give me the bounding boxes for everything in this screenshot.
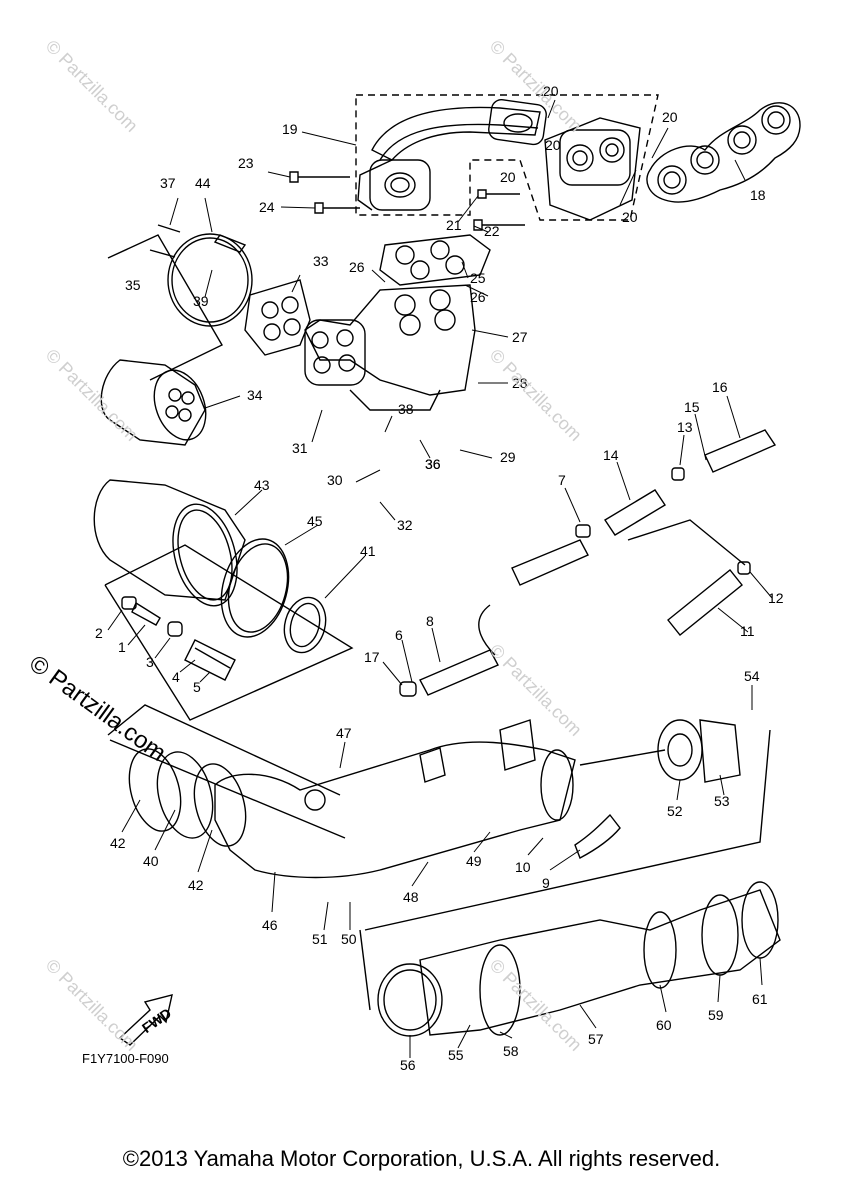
callout-7: 7: [558, 472, 566, 488]
callout-32: 32: [397, 517, 413, 533]
callout-50: 50: [341, 931, 357, 947]
callout-12: 12: [768, 590, 784, 606]
callout-48: 48: [403, 889, 419, 905]
part-19-manifold: [357, 99, 547, 211]
callout-14: 14: [603, 447, 619, 463]
callout-34: 34: [247, 387, 263, 403]
callout-1: 1: [118, 639, 126, 655]
callout-41: 41: [360, 543, 376, 559]
callout-2: 2: [95, 625, 103, 641]
callout-3: 3: [146, 654, 154, 670]
bolts-top: [289, 171, 525, 231]
part-18-gasket: [646, 102, 801, 203]
callout-38: 38: [398, 401, 414, 417]
part-27-elbow: [304, 284, 476, 411]
muffler-bracket-lines: [107, 234, 223, 381]
callout-26: 26: [470, 289, 486, 305]
fwd-arrow: [118, 994, 173, 1046]
part-44-clamp: [167, 233, 253, 327]
callout-4: 4: [172, 669, 180, 685]
callout-59: 59: [708, 1007, 724, 1023]
callout-23: 23: [238, 155, 254, 171]
callout-8: 8: [426, 613, 434, 629]
callout-24: 24: [259, 199, 275, 215]
part-25-gasket: [379, 234, 491, 286]
part-43-water-lock: [93, 479, 246, 607]
callout-33: 33: [313, 253, 329, 269]
callout-49: 49: [466, 853, 482, 869]
part-34-muffler: [100, 359, 207, 446]
callout-6: 6: [395, 627, 403, 643]
callout-18: 18: [750, 187, 766, 203]
callout-29: 29: [500, 449, 516, 465]
callout-56: 56: [400, 1057, 416, 1073]
callout-39: 39: [193, 293, 209, 309]
callout-58: 58: [503, 1043, 519, 1059]
callout-55: 55: [448, 1047, 464, 1063]
callout-27: 27: [512, 329, 528, 345]
callout-30: 30: [327, 472, 343, 488]
callout-26: 26: [349, 259, 365, 275]
part-41-ring: [283, 596, 327, 654]
callout-47: 47: [336, 725, 352, 741]
callout-10: 10: [515, 859, 531, 875]
callout-9: 9: [542, 875, 550, 891]
callout-42: 42: [188, 877, 204, 893]
part-42-clamp-b: [193, 763, 247, 847]
callout-45: 45: [307, 513, 323, 529]
figure-code: F1Y7100-F090: [82, 1051, 169, 1066]
hoses: [419, 429, 777, 859]
part-33-plate: [244, 279, 311, 356]
part-53-cover: [699, 719, 741, 783]
callout-42: 42: [110, 835, 126, 851]
fittings: [399, 467, 751, 697]
small-parts-1-5: [121, 596, 236, 681]
callout-20: 20: [543, 83, 559, 99]
callout-5: 5: [193, 679, 201, 695]
callout-40: 40: [143, 853, 159, 869]
exhaust-head-block: [544, 117, 641, 221]
callout-35: 35: [125, 277, 141, 293]
callout-21: 21: [446, 217, 462, 233]
callout-15: 15: [684, 399, 700, 415]
callout-46: 46: [262, 917, 278, 933]
callout-20: 20: [500, 169, 516, 185]
callout-28: 28: [512, 375, 528, 391]
callout-31: 31: [292, 440, 308, 456]
callout-16: 16: [712, 379, 728, 395]
part-40-sleeve: [156, 751, 214, 839]
callout-25: 25: [470, 270, 486, 286]
callout-54: 54: [744, 668, 760, 684]
manifold-group-box: [355, 94, 659, 221]
callout-13: 13: [677, 419, 693, 435]
callout-52: 52: [667, 803, 683, 819]
callout-61: 61: [752, 991, 768, 1007]
callout-19: 19: [282, 121, 298, 137]
callout-36: 36: [425, 456, 441, 472]
callout-44: 44: [195, 175, 211, 191]
callout-43: 43: [254, 477, 270, 493]
callout-20: 20: [545, 137, 561, 153]
callout-20: 20: [662, 109, 678, 125]
callout-37: 37: [160, 175, 176, 191]
copyright-notice: ©2013 Yamaha Motor Corporation, U.S.A. A…: [122, 1146, 721, 1171]
callout-36: 36: [425, 456, 441, 472]
callout-51: 51: [312, 931, 328, 947]
callout-57: 57: [588, 1031, 604, 1047]
callout-22: 22: [484, 223, 500, 239]
callout-53: 53: [714, 793, 730, 809]
part-46-exhaust-body: [214, 719, 576, 879]
callout-60: 60: [656, 1017, 672, 1033]
callout-17: 17: [364, 649, 380, 665]
part-45-clamp: [220, 538, 290, 638]
part-42-clamp: [128, 748, 182, 832]
callout-20: 20: [622, 209, 638, 225]
leader-lines: [107, 99, 773, 1058]
callout-11: 11: [740, 623, 755, 639]
